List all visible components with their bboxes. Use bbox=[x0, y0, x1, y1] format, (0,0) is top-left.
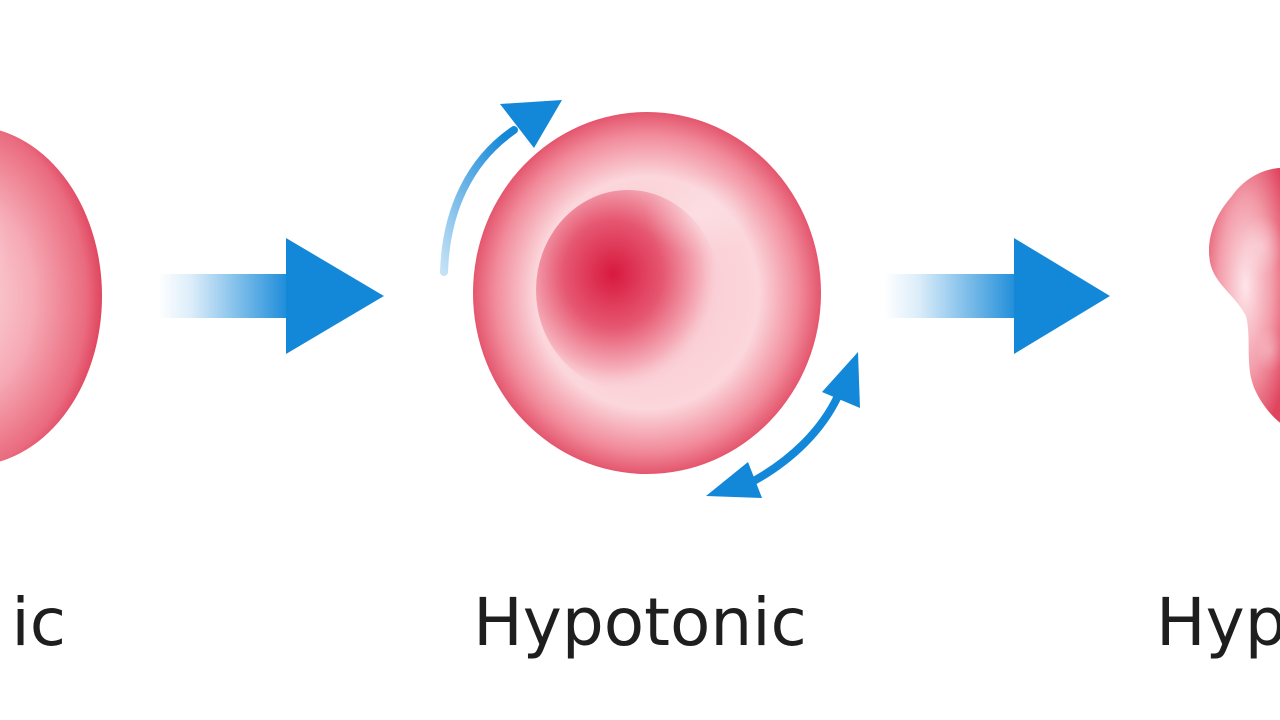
right-cell bbox=[1209, 168, 1280, 423]
stage-label-center: Hypotonic bbox=[473, 584, 807, 661]
stage-label-right: Hyp bbox=[1156, 584, 1280, 661]
center-cell bbox=[473, 112, 821, 474]
stage-label-left: ic bbox=[11, 584, 66, 661]
curved-arrow-icon bbox=[706, 352, 860, 498]
left-cell bbox=[0, 130, 102, 462]
arrow-right-icon bbox=[884, 238, 1110, 354]
arrow-right-icon bbox=[158, 238, 384, 354]
curved-arrow-icon bbox=[440, 100, 562, 276]
